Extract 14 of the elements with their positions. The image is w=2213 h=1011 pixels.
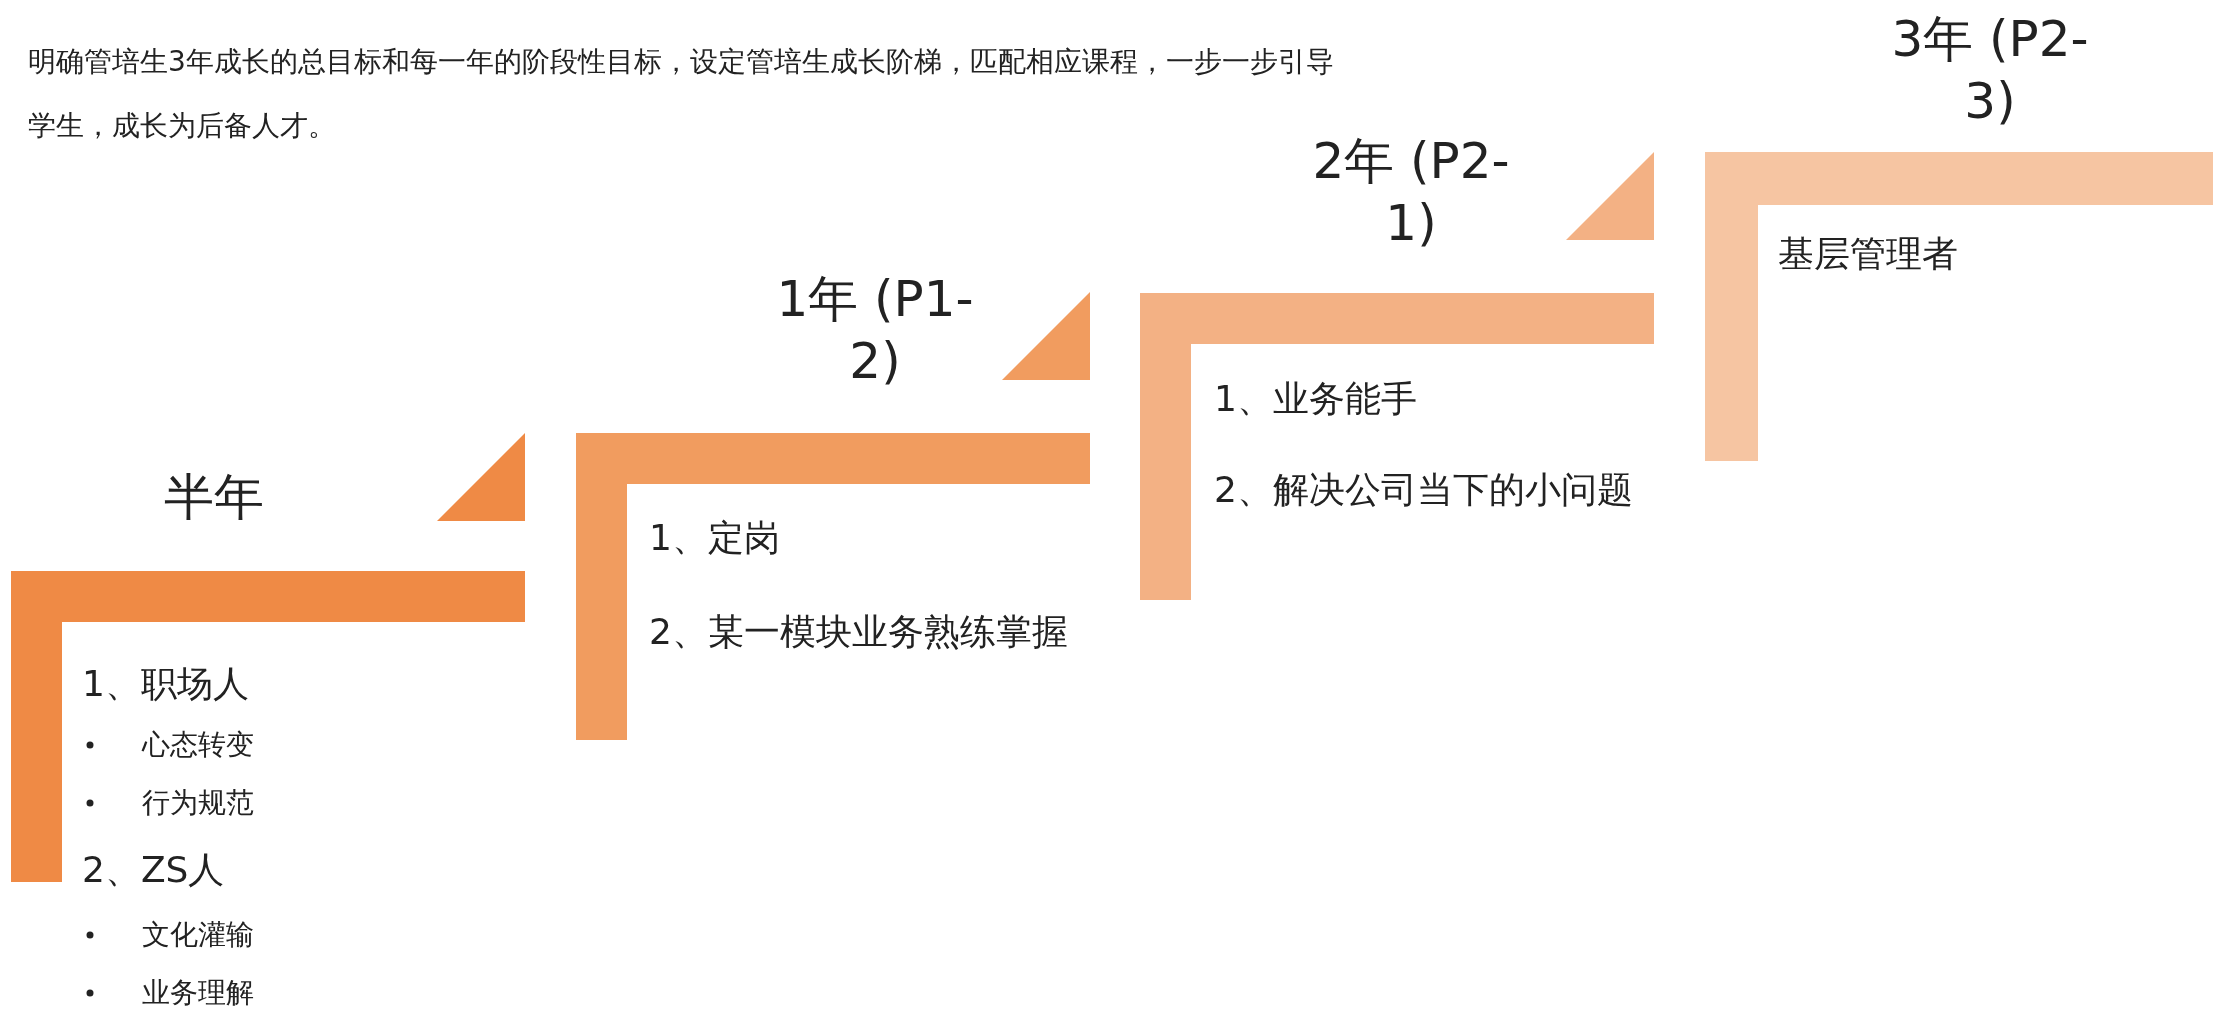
step-heading: 3年 (P2-3) bbox=[1890, 9, 2090, 132]
step-item: 基层管理者 bbox=[1778, 232, 1959, 276]
step-item: 2、ZS人 bbox=[82, 848, 225, 892]
bullet-item: 心态转变 bbox=[142, 727, 254, 763]
bullet-item: 业务理解 bbox=[142, 975, 254, 1011]
step-heading: 半年 bbox=[163, 467, 265, 528]
step-item: 1、业务能手 bbox=[1214, 377, 1418, 421]
step-heading: 1年 (P1-2) bbox=[775, 269, 975, 392]
bullet-item: 文化灌输 bbox=[142, 917, 254, 953]
step-item: 1、定岗 bbox=[649, 516, 781, 560]
step-item: 2、某一模块业务熟练掌握 bbox=[649, 610, 1069, 654]
step-item: 2、解决公司当下的小问题 bbox=[1214, 468, 1634, 512]
bullet-item: 行为规范 bbox=[142, 785, 254, 821]
step-item: 1、职场人 bbox=[82, 662, 249, 706]
